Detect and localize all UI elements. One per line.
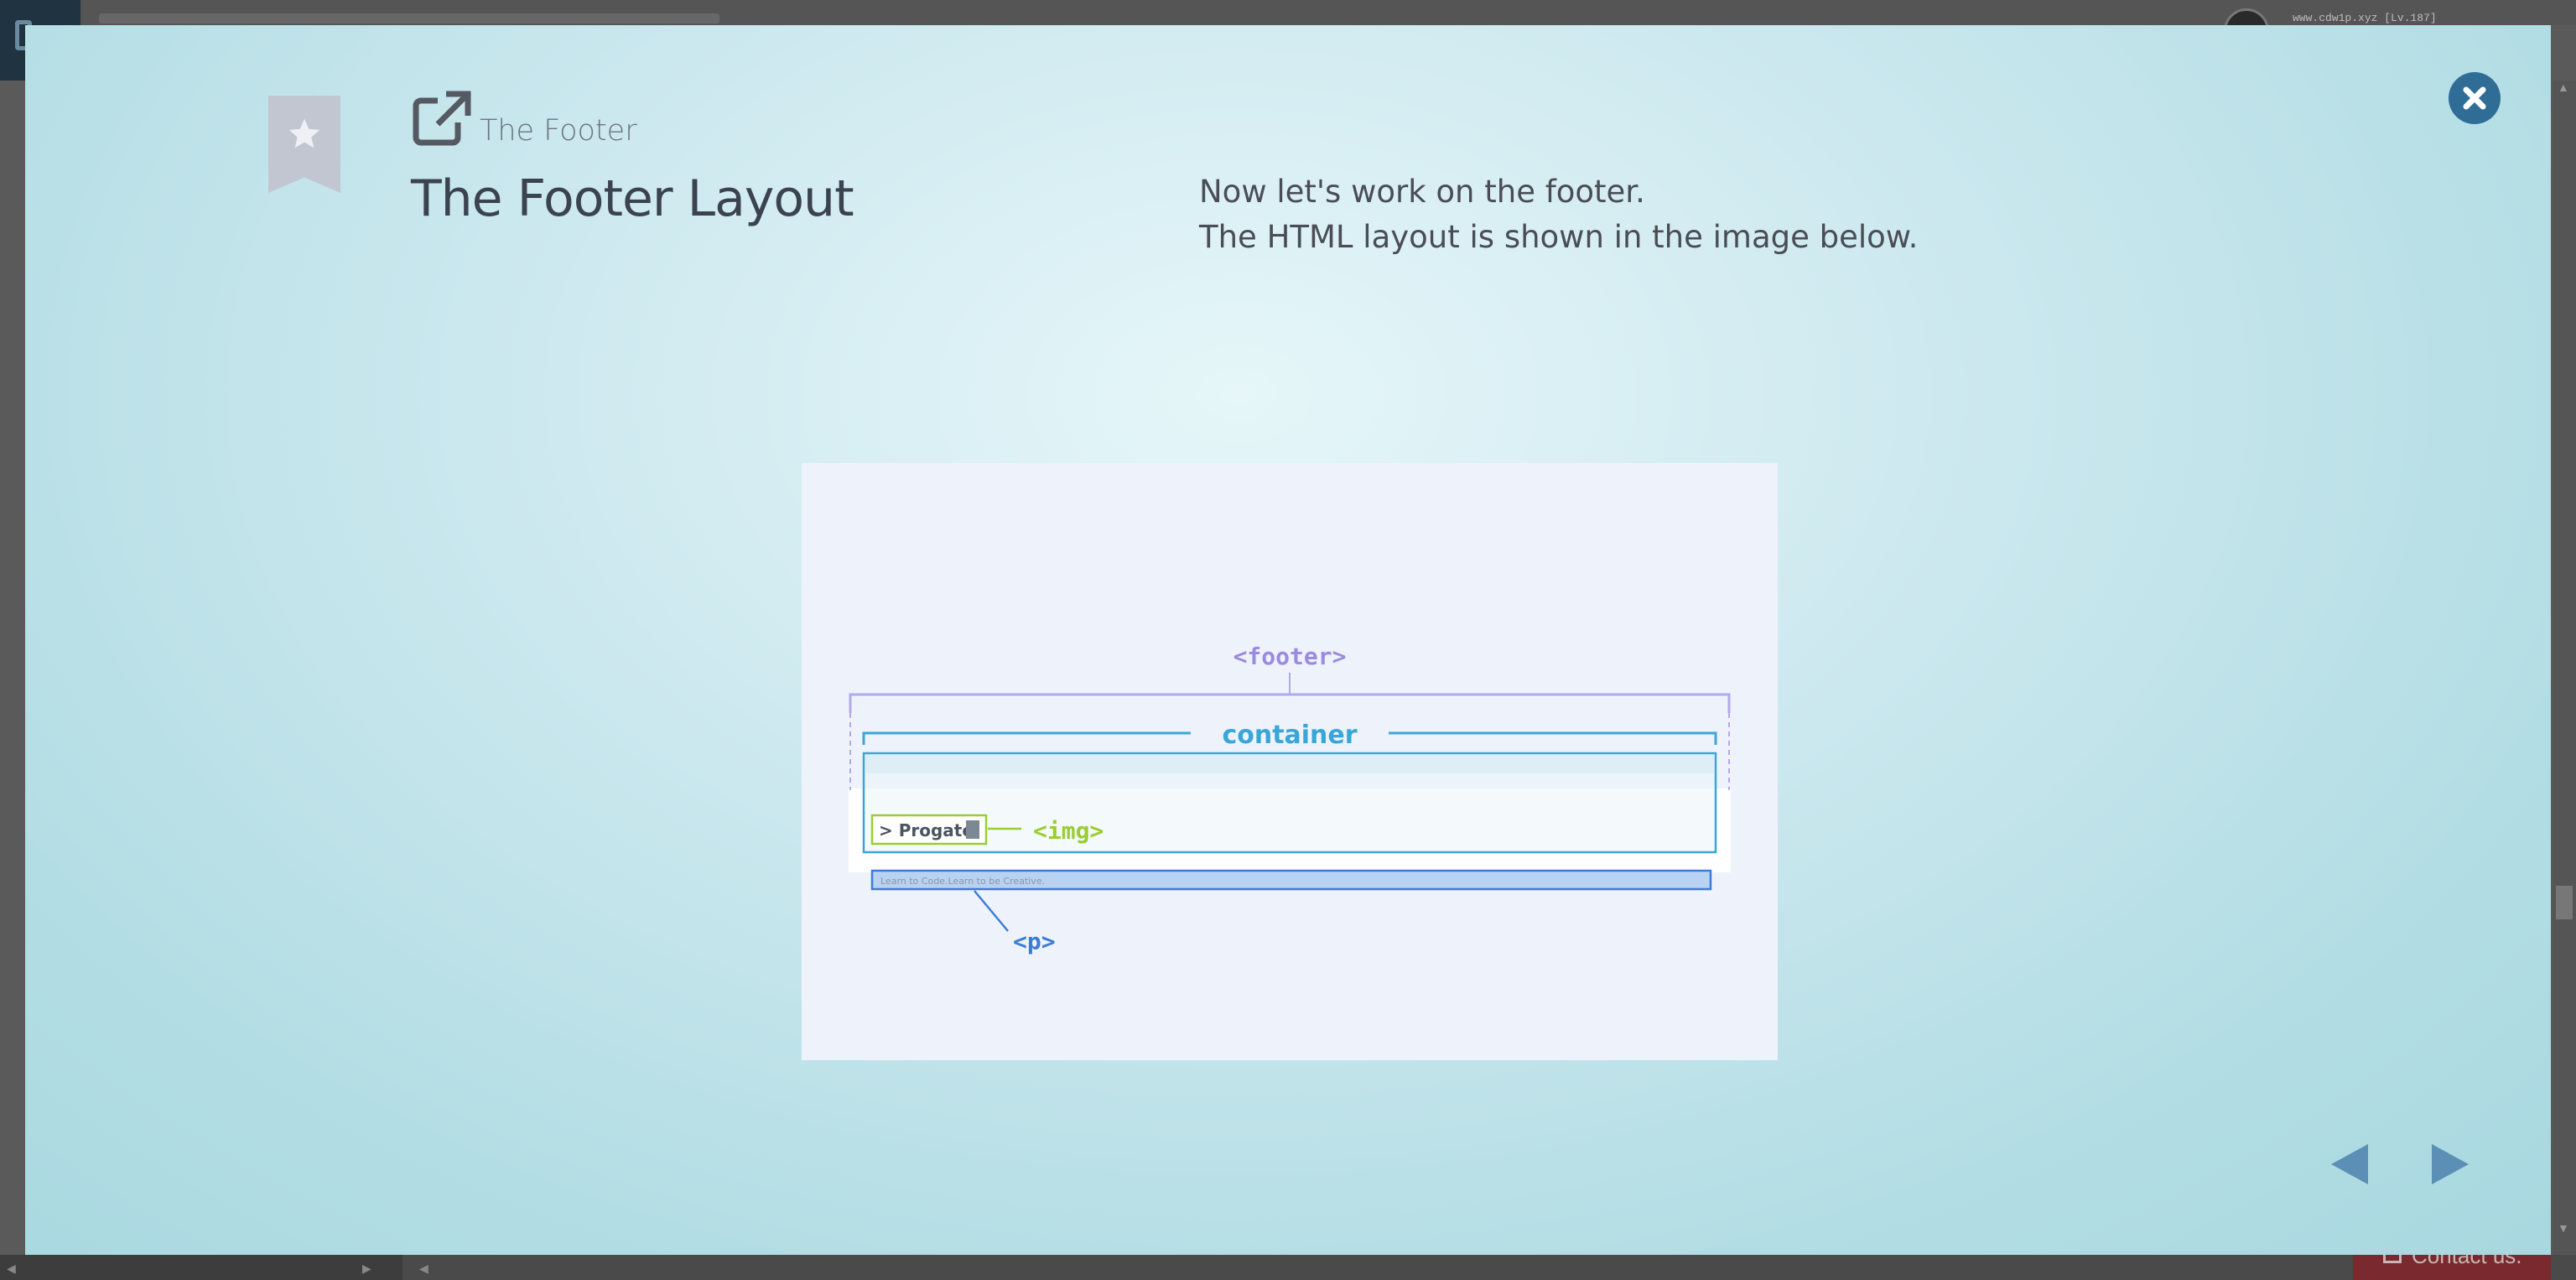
- user-label[interactable]: www.cdw1p.xyz [Lv.187]: [2293, 12, 2437, 24]
- container-label: container: [1222, 721, 1357, 750]
- background-search-bar[interactable]: [99, 13, 719, 23]
- img-label: <img>: [1033, 817, 1104, 845]
- lesson-slide-modal: The Footer The Footer Layout Now let's w…: [25, 25, 2551, 1255]
- logo-mascot-icon: [966, 820, 979, 839]
- next-slide-button[interactable]: [2430, 1141, 2474, 1188]
- external-link-icon[interactable]: [413, 91, 471, 146]
- lesson-description: Now let's work on the footer. The HTML l…: [1199, 169, 1918, 260]
- page-title: The Footer Layout: [411, 169, 854, 228]
- prev-slide-button[interactable]: [2326, 1141, 2370, 1188]
- scroll-up-icon[interactable]: ▲: [2558, 81, 2569, 94]
- tagline-text: Learn to Code.Learn to be Creative.: [880, 876, 1045, 887]
- footer-layout-diagram: <footer> container > Progate <img> Learn…: [802, 463, 1778, 1060]
- footer-bracket: [849, 693, 1731, 713]
- layout-diagram-svg: <footer> container > Progate <img> Learn…: [849, 643, 1731, 955]
- scrollbar[interactable]: ▲ ▼: [2553, 81, 2576, 1255]
- scroll-left-icon[interactable]: ◀: [419, 1262, 428, 1275]
- container-bracket: [862, 731, 1717, 745]
- scroll-left-icon[interactable]: ◀: [7, 1262, 16, 1275]
- close-button[interactable]: [2449, 72, 2501, 124]
- description-line: Now let's work on the footer.: [1199, 174, 1645, 210]
- logo-text: > Progate: [879, 820, 974, 840]
- p-box: [870, 869, 1712, 891]
- bottom-bar: ◀ ▶ ◀: [0, 1255, 2576, 1280]
- section-title: The Footer: [480, 114, 637, 148]
- triangle-left-icon: [2331, 1144, 2368, 1184]
- triangle-right-icon: [2432, 1144, 2469, 1184]
- star-icon: [288, 118, 320, 148]
- footer-label: <footer>: [1233, 643, 1347, 670]
- description-line: The HTML layout is shown in the image be…: [1199, 219, 1919, 255]
- p-label: <p>: [1013, 928, 1056, 955]
- scroll-thumb[interactable]: [2556, 886, 2573, 919]
- scroll-right-icon[interactable]: ▶: [362, 1262, 371, 1275]
- horizontal-scrollbar[interactable]: [0, 1255, 402, 1280]
- bookmark-button[interactable]: [268, 96, 340, 193]
- close-icon: [2463, 86, 2486, 110]
- scroll-down-icon[interactable]: ▼: [2558, 1221, 2569, 1235]
